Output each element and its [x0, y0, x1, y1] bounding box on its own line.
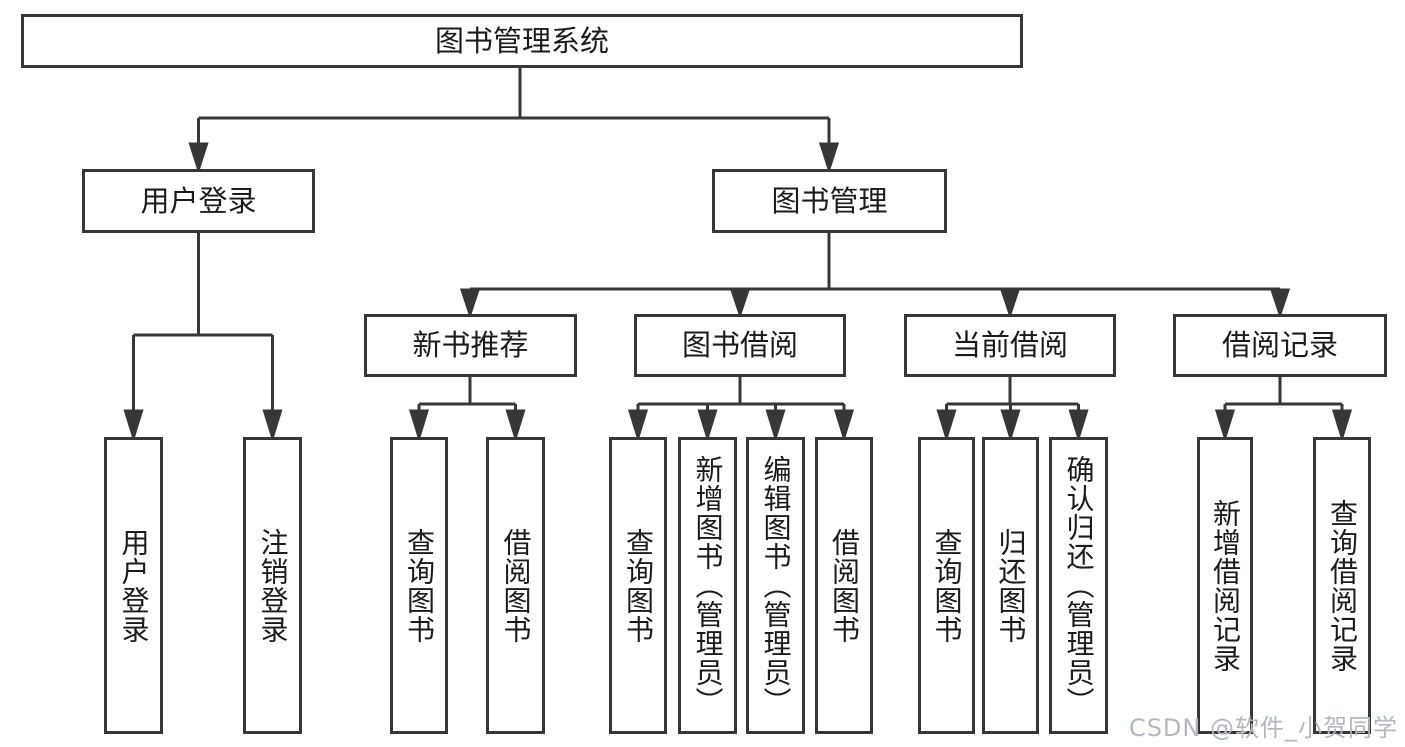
node-new-book-rec-label: 新书推荐 — [412, 328, 529, 362]
leaf-nbr-borrow-book-label: 借阅图书 — [499, 527, 533, 644]
leaf-user-login: 用户登录 — [104, 437, 163, 734]
node-borrow-records: 借阅记录 — [1173, 314, 1387, 377]
leaf-nbr-borrow-book: 借阅图书 — [486, 437, 545, 734]
node-new-book-rec: 新书推荐 — [364, 314, 577, 377]
node-user-login: 用户登录 — [82, 169, 315, 233]
node-current-borrow-label: 当前借阅 — [951, 328, 1068, 362]
leaf-logout: 注销登录 — [243, 437, 302, 734]
edge-borrow-records-children — [1214, 377, 1353, 443]
leaf-bb-borrow-book-label: 借阅图书 — [828, 527, 861, 644]
leaf-cb-query-book: 查询图书 — [918, 437, 975, 734]
leaf-br-query-record: 查询借阅记录 — [1313, 437, 1371, 734]
leaf-cb-return-book: 归还图书 — [982, 437, 1039, 734]
edge-current-borrow-children — [936, 377, 1089, 443]
leaf-bb-add-book: 新增图书（管理员） — [678, 437, 737, 734]
node-user-login-label: 用户登录 — [140, 183, 257, 218]
leaf-cb-query-book-label: 查询图书 — [930, 527, 964, 644]
node-root-label: 图书管理系统 — [434, 23, 609, 58]
edge-root-to-level2 — [188, 68, 840, 174]
node-current-borrow: 当前借阅 — [904, 314, 1116, 377]
leaf-br-add-record-label: 新增借阅记录 — [1209, 498, 1242, 673]
leaf-cb-confirm-return-label: 确认归还（管理员） — [1062, 455, 1096, 716]
edge-new-book-rec-children — [408, 377, 526, 443]
leaf-bb-borrow-book: 借阅图书 — [815, 437, 873, 734]
csdn-watermark: CSDN @软件_小贺同学 — [1128, 714, 1398, 742]
leaf-bb-query-book: 查询图书 — [609, 437, 667, 734]
node-root: 图书管理系统 — [21, 14, 1023, 68]
leaf-bb-edit-book: 编辑图书（管理员） — [746, 437, 805, 734]
edge-user-login-children — [123, 233, 283, 443]
node-book-borrow-label: 图书借阅 — [681, 328, 798, 362]
leaf-br-query-record-label: 查询借阅记录 — [1326, 498, 1359, 673]
leaf-user-login-label: 用户登录 — [117, 527, 151, 644]
leaf-bb-edit-book-label: 编辑图书（管理员） — [759, 455, 793, 716]
node-book-mgmt: 图书管理 — [712, 169, 947, 233]
edge-book-borrow-children — [627, 377, 855, 443]
node-book-borrow: 图书借阅 — [634, 314, 846, 377]
leaf-br-add-record: 新增借阅记录 — [1197, 437, 1253, 734]
leaf-cb-return-book-label: 归还图书 — [994, 527, 1028, 644]
leaf-bb-query-book-label: 查询图书 — [622, 527, 655, 644]
leaf-nbr-query-book-label: 查询图书 — [403, 527, 436, 644]
leaf-bb-add-book-label: 新增图书（管理员） — [691, 455, 725, 716]
leaf-logout-label: 注销登录 — [256, 527, 290, 644]
edge-book-mgmt-children — [459, 233, 1291, 319]
node-book-mgmt-label: 图书管理 — [771, 183, 888, 218]
leaf-nbr-query-book: 查询图书 — [390, 437, 448, 734]
leaf-cb-confirm-return: 确认归还（管理员） — [1049, 437, 1108, 734]
node-borrow-records-label: 借阅记录 — [1221, 328, 1338, 362]
